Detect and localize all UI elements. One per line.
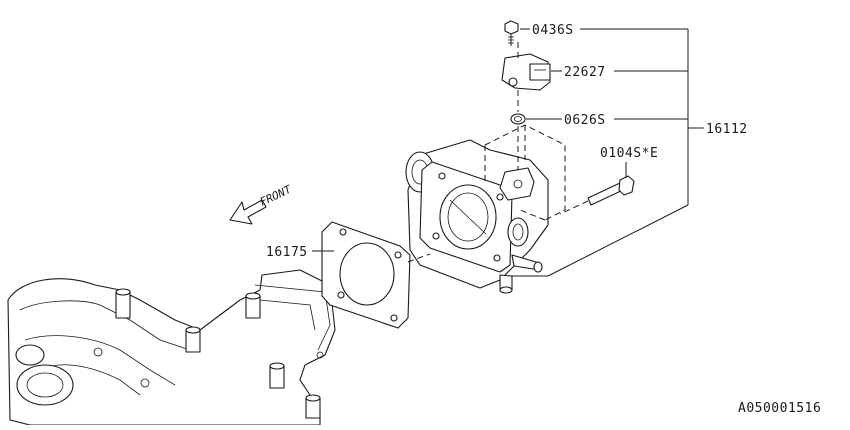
stud-1 xyxy=(115,288,131,319)
stud-3 xyxy=(245,292,261,319)
throttle-body xyxy=(405,124,566,294)
bolt-side xyxy=(559,175,635,215)
gasket xyxy=(321,221,411,329)
stud-4 xyxy=(269,362,285,389)
callout-0626s: 0626S xyxy=(564,113,606,128)
callout-0436s: 0436S xyxy=(532,23,574,38)
bolt-top xyxy=(504,20,519,46)
callout-22627: 22627 xyxy=(564,65,606,80)
callout-16112: 16112 xyxy=(706,122,748,137)
front-arrow: FRONT xyxy=(229,182,295,225)
o-ring xyxy=(510,113,526,125)
callout-0104s-e: 0104S*E xyxy=(600,146,658,161)
diagram-ref-code: A050001516 xyxy=(738,401,821,416)
stud-2 xyxy=(185,326,201,353)
callout-16175: 16175 xyxy=(266,245,308,260)
leader-lines xyxy=(312,28,704,277)
stud-5 xyxy=(305,394,321,419)
intake-manifold xyxy=(7,269,336,426)
tps-sensor xyxy=(501,53,551,91)
front-label: FRONT xyxy=(258,182,295,208)
